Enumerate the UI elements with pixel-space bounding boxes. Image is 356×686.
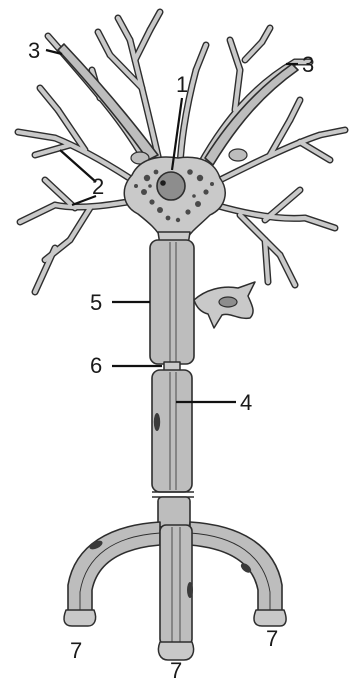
label-2: 2 xyxy=(92,176,104,198)
nucleolus xyxy=(160,180,166,186)
nucleus xyxy=(157,172,185,200)
label-4: 4 xyxy=(240,392,252,414)
label-6: 6 xyxy=(90,355,102,377)
cell-body xyxy=(124,157,225,240)
label-7-right: 7 xyxy=(266,628,278,650)
label-3-left: 3 xyxy=(28,40,40,62)
label-5: 5 xyxy=(90,292,102,314)
glial-cell xyxy=(194,282,255,328)
axon xyxy=(150,232,194,527)
axon-terminals xyxy=(64,522,286,660)
label-1: 1 xyxy=(176,74,188,96)
label-7-left: 7 xyxy=(70,640,82,662)
label-7-center: 7 xyxy=(170,660,182,682)
label-3-right: 3 xyxy=(302,54,314,76)
